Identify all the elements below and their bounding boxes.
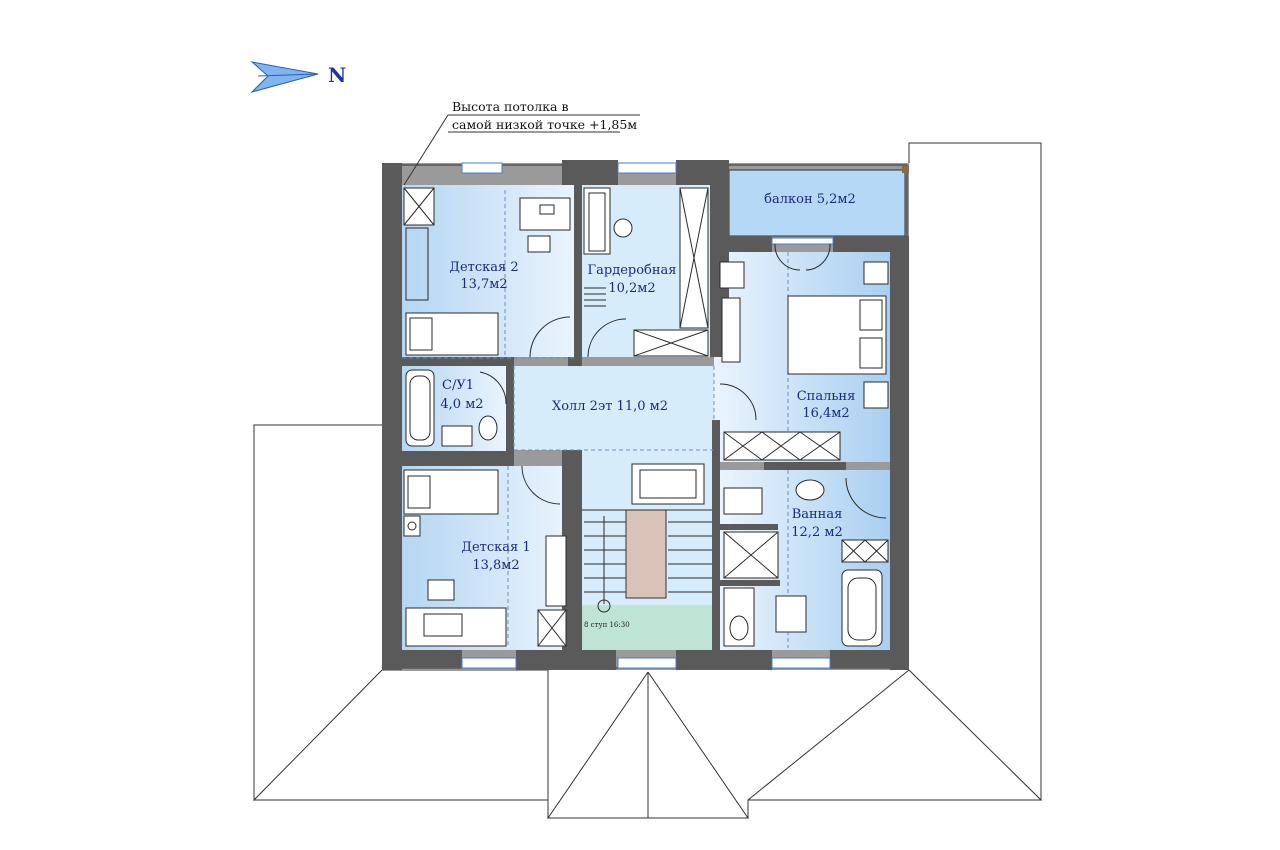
north-label: N — [328, 63, 346, 87]
door-swings — [479, 243, 887, 519]
bedroom-area: 16,4м2 — [802, 406, 849, 421]
wardrobe-area: 10,2м2 — [608, 281, 655, 296]
bedroom-furniture — [719, 261, 889, 461]
balcony — [728, 166, 909, 237]
wc1-area: 4,0 м2 — [440, 397, 483, 412]
hall-label: Холл 2эт 11,0 м2 — [552, 399, 668, 414]
ceiling-note-leader — [403, 114, 640, 186]
balcony-label: балкон 5,2м2 — [764, 192, 856, 207]
kids2-area: 13,7м2 — [460, 277, 507, 292]
kids2-furniture — [403, 187, 571, 356]
wardrobe-furniture — [583, 187, 709, 357]
windows — [461, 162, 834, 669]
kids1-furniture — [403, 469, 567, 647]
bathroom-name: Ванная — [792, 507, 843, 522]
bedroom-name: Спальня — [797, 389, 856, 404]
stair-note: 8 ступ 16:30 — [584, 621, 630, 629]
wardrobe-name: Гардеробная — [588, 263, 677, 278]
bathroom-area: 12,2 м2 — [791, 525, 842, 540]
stair-floor — [582, 605, 712, 650]
stairs — [582, 463, 712, 613]
interior-walls — [382, 160, 909, 670]
wc1-furniture — [405, 369, 498, 447]
ceiling-note-line1: Высота потолка в — [452, 99, 569, 114]
north-arrow-icon — [250, 61, 319, 93]
ceiling-note-line2: самой низкой точке +1,85м — [452, 117, 637, 132]
kids2-name: Детская 2 — [449, 260, 518, 275]
wc1-name: С/У1 — [442, 378, 474, 393]
kids1-name: Детская 1 — [461, 540, 530, 555]
kids1-area: 13,8м2 — [472, 558, 519, 573]
room-hall — [514, 366, 714, 450]
bathroom-furniture — [723, 479, 889, 647]
